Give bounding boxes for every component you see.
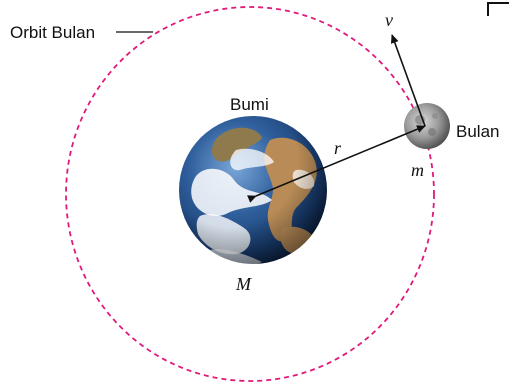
moon-orbit <box>65 6 435 382</box>
velocity-vector <box>390 34 426 127</box>
radius-vector <box>247 125 426 203</box>
radius-label: r <box>334 138 342 158</box>
earth-mass-label: M <box>235 274 252 294</box>
moon-label: Bulan <box>456 122 499 141</box>
orbit-label: Orbit Bulan <box>10 23 95 42</box>
earth-globe <box>179 116 327 264</box>
frame-corner <box>487 2 509 16</box>
earth-label: Bumi <box>230 95 269 114</box>
velocity-label: v <box>385 10 393 30</box>
moon-globe <box>404 103 450 149</box>
moon-mass-label: m <box>411 160 424 180</box>
